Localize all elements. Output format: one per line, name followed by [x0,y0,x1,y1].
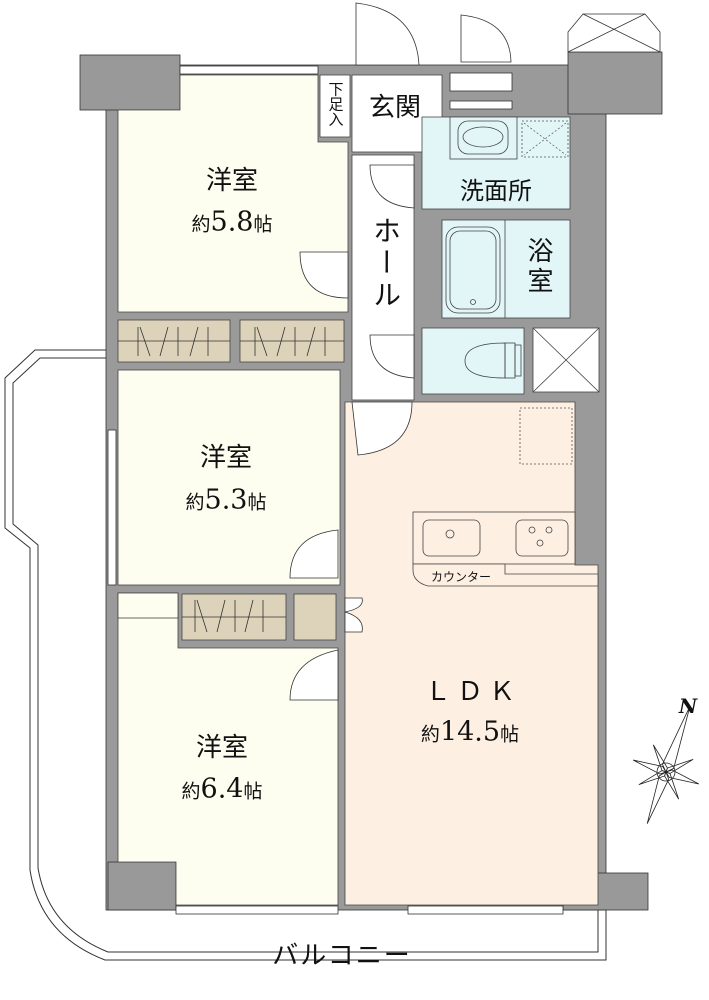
ldk-label: ＬＤＫ [424,677,522,707]
balcony-label: バルコニー [272,941,412,971]
balcony-outline [4,349,607,961]
bedroom-1-label: 洋室 [205,166,259,196]
hall-label: ホール [369,216,402,312]
bedroom-1-floor [117,74,349,313]
bedroom-2-label: 洋室 [199,443,253,473]
counter-label: カウンター [430,570,492,584]
ldk-size: 約14.5帖 [420,716,520,748]
counter-top [412,563,599,587]
entrance-steps [449,72,513,110]
ldk-floor [344,401,599,906]
closet-door-marks [137,326,326,633]
washroom-sink-area [449,116,518,160]
bathroom-label: 浴室 [523,237,553,297]
bathtub-icon [445,226,501,314]
toilet-room-floor [421,327,525,395]
stove-icon [515,519,569,557]
kitchen-sink-icon [422,519,481,557]
entrance-floor [351,74,443,153]
bedroom-3-label: 洋室 [195,733,249,763]
roof-vent [567,13,661,53]
compass-rose-icon [632,706,700,824]
kitchen-counter [412,511,576,565]
entrance-label: 玄関 [368,93,422,123]
washroom-label: 洗面所 [460,177,532,205]
bedroom-3-size: 約6.4帖 [181,773,263,805]
bedroom-2-size: 約5.3帖 [185,484,267,516]
shoe-box-label: 下足入 [326,81,345,127]
compass-north-label: N [678,694,698,718]
doors [289,2,512,701]
bathroom-floor [441,219,571,319]
bedroom-1-size: 約5.8帖 [191,206,273,238]
pillars [79,51,663,911]
toilet-icon [464,342,506,379]
shoe-box [319,74,351,138]
windows [107,65,564,915]
